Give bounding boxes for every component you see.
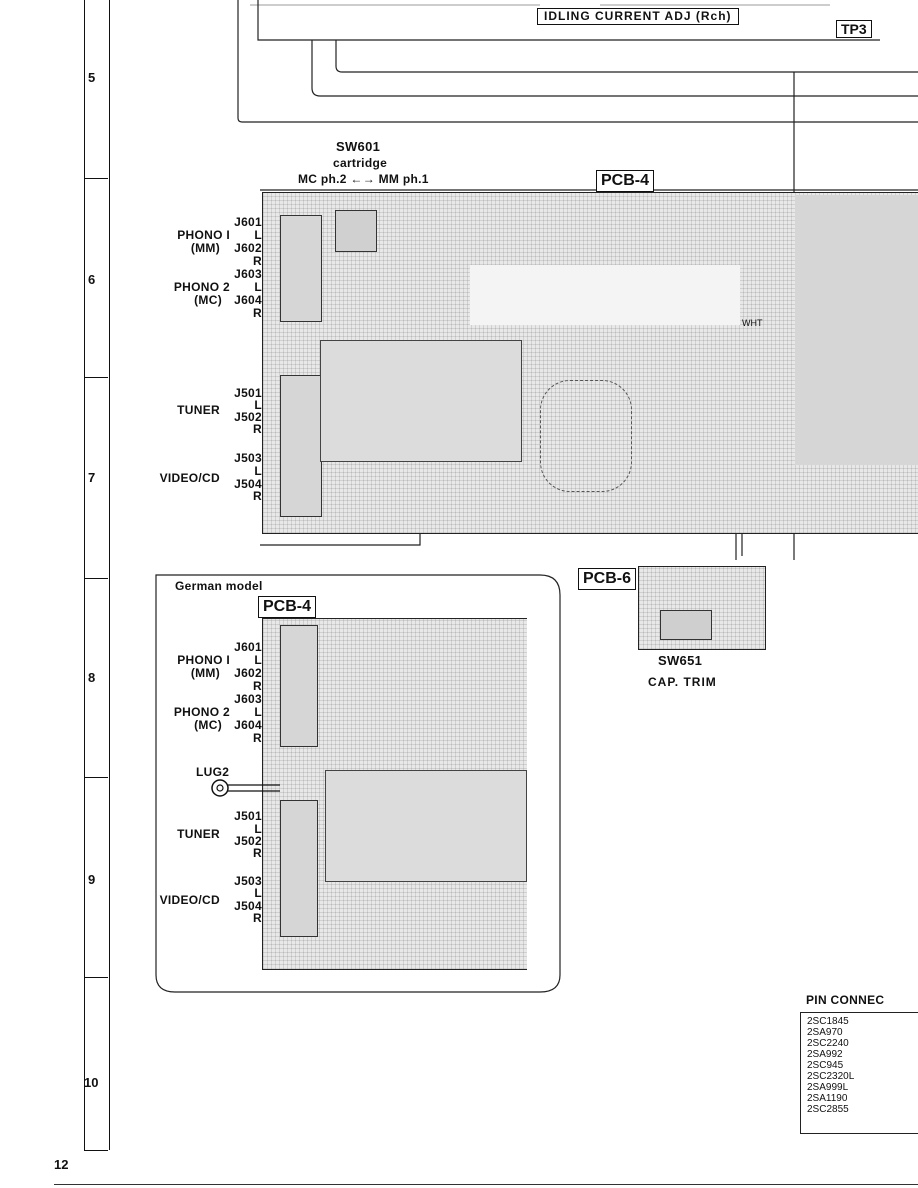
part-number: 2SA970 xyxy=(807,1027,843,1038)
german-title: German model xyxy=(175,579,263,593)
jack-label: PHONO I xyxy=(177,653,230,667)
row-marker: 9 xyxy=(88,872,96,887)
pin-connection-box: 2SC1845 2SA970 2SC2240 2SA992 2SC945 2SC… xyxy=(800,1012,918,1134)
jack-label: R xyxy=(253,422,262,436)
jack-label: (MM) xyxy=(190,241,220,255)
row-marker: 6 xyxy=(88,272,96,287)
jack-label: L xyxy=(254,653,262,667)
jack-label: J501 xyxy=(234,386,262,400)
row-divider xyxy=(84,178,108,179)
pcb6-desc: CAP. TRIM xyxy=(648,675,717,689)
jack-label: L xyxy=(254,886,262,900)
jack-label: (MC) xyxy=(194,293,222,307)
jack-label: L xyxy=(254,705,262,719)
jack-label: J503 xyxy=(234,451,262,465)
jack-label: R xyxy=(253,489,262,503)
jack-label: VIDEO/CD xyxy=(159,893,220,907)
pcb6-switch: SW651 xyxy=(658,653,703,668)
jack-label: L xyxy=(254,280,262,294)
pcb6-switch-block xyxy=(660,610,712,640)
jack-label: J603 xyxy=(234,692,262,706)
jack-label: (MM) xyxy=(190,666,220,680)
jack-label: PHONO 2 xyxy=(173,705,230,719)
part-number: 2SC2320L xyxy=(807,1071,855,1082)
switch-desc: cartridge xyxy=(333,156,388,170)
jack-label: R xyxy=(253,306,262,320)
jack-label: J603 xyxy=(234,267,262,281)
bottom-rule xyxy=(54,1184,918,1185)
jack-label: R xyxy=(253,254,262,268)
part-number: 2SC945 xyxy=(807,1060,844,1071)
jack-label: J502 xyxy=(234,834,262,848)
jack-label: J604 xyxy=(234,293,262,307)
row-divider xyxy=(84,1150,108,1151)
jack-label: R xyxy=(253,846,262,860)
pcb4-label: PCB-4 xyxy=(596,170,655,192)
wire-label: WHT xyxy=(742,318,763,328)
page-number: 12 xyxy=(54,1157,69,1172)
jack-label: R xyxy=(253,911,262,925)
part-number: 2SC1845 xyxy=(807,1016,849,1027)
jack-label: J601 xyxy=(234,215,262,229)
jack-label: TUNER xyxy=(177,403,220,417)
jack-label: L xyxy=(254,822,262,836)
jack-label: (MC) xyxy=(194,718,222,732)
row-divider xyxy=(84,977,108,978)
jack-label: J602 xyxy=(234,666,262,680)
label-area xyxy=(470,265,740,325)
jack-label: J602 xyxy=(234,241,262,255)
jack-block xyxy=(280,375,322,517)
jack-label: J502 xyxy=(234,410,262,424)
jack-label: J604 xyxy=(234,718,262,732)
row-divider xyxy=(84,777,108,778)
part-number: 2SA999L xyxy=(807,1082,849,1093)
jack-label: R xyxy=(253,679,262,693)
part-number: 2SA992 xyxy=(807,1049,843,1060)
jack-label: J504 xyxy=(234,899,262,913)
idling-current-label: IDLING CURRENT ADJ (Rch) xyxy=(537,8,739,25)
switch-positions: MC ph.2 ←→ MM ph.1 xyxy=(298,172,429,186)
row-marker: 5 xyxy=(88,70,96,85)
jack-label: R xyxy=(253,731,262,745)
switch-name: SW601 xyxy=(336,139,381,154)
part-number: 2SC2240 xyxy=(807,1038,849,1049)
jack-block xyxy=(280,625,318,747)
eq-circuit-block xyxy=(325,770,527,882)
jack-label: PHONO 2 xyxy=(173,280,230,294)
jack-label: PHONO I xyxy=(177,228,230,242)
resistor-array xyxy=(795,195,918,465)
jack-label: TUNER xyxy=(177,827,220,841)
tp3-label: TP3 xyxy=(836,20,872,38)
part-number: 2SC2855 xyxy=(807,1104,849,1115)
jack-label: L xyxy=(254,398,262,412)
jack-label: L xyxy=(254,228,262,242)
part-number: 2SA1190 xyxy=(807,1093,848,1104)
jack-label: J503 xyxy=(234,874,262,888)
pin-connection-title: PIN CONNEC xyxy=(806,993,885,1007)
german-pcb4-label: PCB-4 xyxy=(258,596,317,618)
row-marker: 8 xyxy=(88,670,96,685)
jack-block xyxy=(280,800,318,937)
row-marker: 7 xyxy=(88,470,96,485)
row-divider xyxy=(84,578,108,579)
lug-label: LUG2 xyxy=(196,765,230,779)
pcb6-label: PCB-6 xyxy=(578,568,637,590)
row-divider xyxy=(84,377,108,378)
jack-label: L xyxy=(254,464,262,478)
row-strip xyxy=(84,0,110,1150)
jack-label: J504 xyxy=(234,477,262,491)
switch-block xyxy=(335,210,377,252)
capacitor-group xyxy=(540,380,632,492)
row-marker: 10 xyxy=(84,1075,99,1090)
eq-circuit-block xyxy=(320,340,522,462)
jack-label: VIDEO/CD xyxy=(159,471,220,485)
jack-label: J501 xyxy=(234,809,262,823)
lug-icon xyxy=(211,779,280,797)
jack-label: J601 xyxy=(234,640,262,654)
jack-block xyxy=(280,215,322,322)
